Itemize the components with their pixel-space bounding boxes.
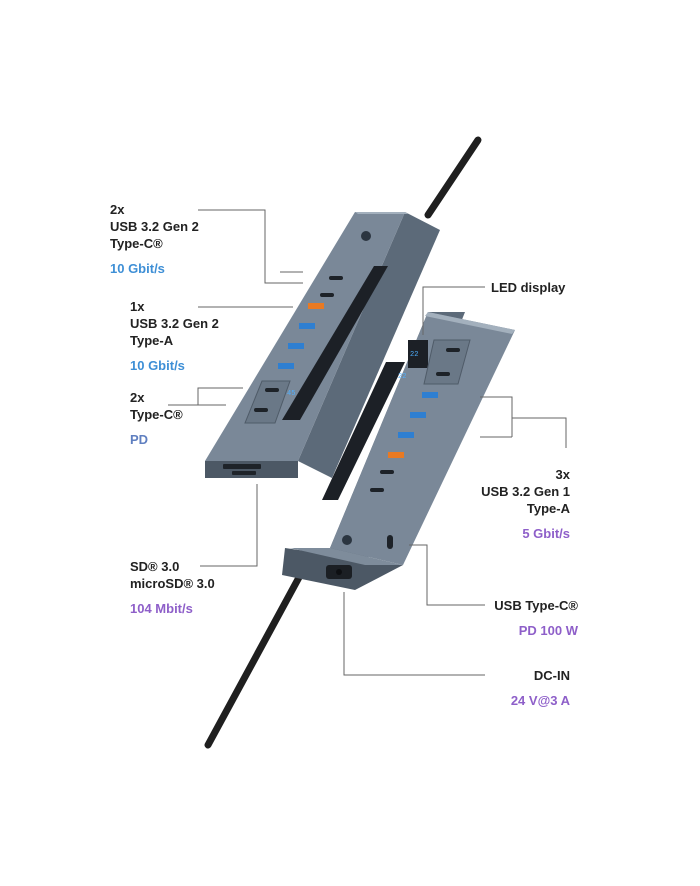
callout-typea-gen2-type: Type-A [130, 333, 174, 348]
callout-typea-gen1: 3x USB 3.2 Gen 1 Type-A 5 Gbit/s [470, 466, 570, 542]
callout-typec-pd100: USB Type-C® PD 100 W [470, 597, 578, 639]
callout-typec-pd-speed: PD [130, 432, 149, 447]
bottom-cable [204, 566, 307, 749]
led-strip-right [322, 362, 405, 500]
port-usba-blue-2 [288, 343, 304, 349]
hub-right: 22 22 [282, 312, 515, 590]
led-readout-right-2: 22 [398, 373, 406, 381]
callout-sd: SD® 3.0 microSD® 3.0 104 Mbit/s [130, 558, 215, 617]
callout-typec-pd-type: Type-C® [130, 407, 183, 422]
port-usba-gen1-1 [422, 392, 438, 398]
callout-typea-gen1-speed: 5 Gbit/s [522, 526, 570, 541]
callout-led-display-label: LED display [491, 280, 566, 295]
port-usba-gen1-3 [398, 432, 414, 438]
port-usba-gen1-2 [410, 412, 426, 418]
port-usba-blue-3 [278, 363, 294, 369]
port-typec-1 [329, 276, 343, 280]
port-typec-2 [320, 293, 334, 297]
callout-typec-pd100-type: USB Type-C® [494, 598, 578, 613]
port-usba-orange-right [388, 452, 404, 458]
port-typec-pd100 [387, 535, 393, 549]
port-usba-blue-1 [299, 323, 315, 329]
callout-typea-gen1-standard: USB 3.2 Gen 1 [481, 484, 570, 499]
callout-typec-gen2-speed: 10 Gbit/s [110, 261, 165, 276]
icy-box-logo-left [361, 231, 371, 241]
top-cable [424, 136, 482, 219]
callout-typec-gen2: 2x USB 3.2 Gen 2 Type-C® 10 Gbit/s [110, 201, 199, 277]
callout-dcin: DC-IN 24 V@3 A [470, 667, 570, 709]
callout-dcin-rating: 24 V@3 A [510, 693, 570, 708]
callout-typea-gen2: 1x USB 3.2 Gen 2 Type-A 10 Gbit/s [130, 298, 219, 374]
callout-sd-standard: SD® 3.0 [130, 559, 180, 574]
callout-dcin-label: DC-IN [533, 668, 570, 683]
led-readout-right-1: 22 [410, 351, 418, 359]
icy-box-logo-right [342, 535, 352, 545]
callout-typea-gen2-standard: USB 3.2 Gen 2 [130, 316, 219, 331]
led-readout-left: 45 [287, 390, 295, 398]
hub-left: 45 [205, 212, 440, 478]
callout-typec-gen2-standard: USB 3.2 Gen 2 [110, 219, 199, 234]
callout-typea-gen1-count: 3x [555, 467, 570, 482]
led-strip-left [282, 266, 388, 420]
port-usba-orange [308, 303, 324, 309]
callout-typec-pd: 2x Type-C® PD [130, 389, 183, 448]
callout-typec-gen2-type: Type-C® [110, 236, 163, 251]
callout-typea-gen2-speed: 10 Gbit/s [130, 358, 185, 373]
callout-typec-pd100-power: PD 100 W [518, 623, 578, 638]
callout-led-display: LED display [491, 279, 565, 296]
callout-typec-gen2-count: 2x [110, 202, 125, 217]
callout-sd-micro: microSD® 3.0 [130, 576, 215, 591]
callout-sd-speed: 104 Mbit/s [130, 601, 193, 616]
callout-typec-pd-count: 2x [130, 390, 145, 405]
pd-module-left [244, 380, 291, 424]
leader-lines [168, 209, 567, 676]
callout-typea-gen1-type: Type-A [526, 501, 570, 516]
callout-typea-gen2-count: 1x [130, 299, 145, 314]
